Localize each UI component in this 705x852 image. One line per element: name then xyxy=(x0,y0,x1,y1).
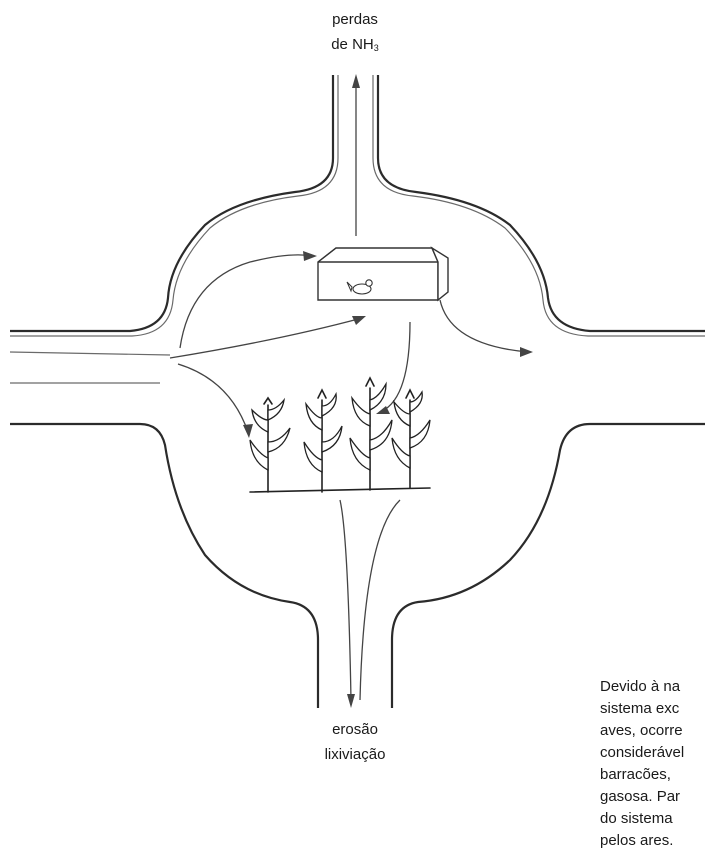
corn-plant-icon xyxy=(350,378,392,490)
ground-line xyxy=(250,488,430,492)
caption-line: considerável xyxy=(600,742,705,764)
erosion-label: erosão xyxy=(300,717,410,742)
flow-crops-to-erosion-left xyxy=(340,500,355,708)
nh3-loss-arrow xyxy=(352,74,360,236)
caption-line: barracões, xyxy=(600,764,705,786)
nh3-loss-label: perdas de NH3 xyxy=(300,7,410,57)
caption-line: pelos ares. xyxy=(600,830,705,852)
erosion-leaching-label: erosão lixiviação xyxy=(300,717,410,767)
flow-crops-to-erosion-right xyxy=(360,500,400,700)
corn-plant-icon xyxy=(392,390,430,488)
caption-line: aves, ocorre xyxy=(600,720,705,742)
corn-plant-icon xyxy=(304,390,342,492)
flow-left-to-hen xyxy=(170,316,366,358)
nh3-loss-label-line1: perdas xyxy=(300,7,410,32)
poultry-barn-icon xyxy=(318,248,448,300)
nh3-loss-label-line2: de NH3 xyxy=(300,32,410,57)
leaching-label: lixiviação xyxy=(300,742,410,767)
left-channel-upper xyxy=(10,352,170,355)
flow-barn-to-right xyxy=(440,300,533,357)
caption-line: gasosa. Par xyxy=(600,786,705,808)
caption-line: sistema exc xyxy=(600,698,705,720)
corn-crops xyxy=(250,378,430,492)
nutrient-flow-diagram xyxy=(0,0,705,772)
boundary-lower-right xyxy=(392,424,705,708)
corn-plant-icon xyxy=(250,398,290,492)
nh3-subscript: 3 xyxy=(374,43,379,53)
caption-line: Devido à na xyxy=(600,676,705,698)
caption-text: Devido à na sistema exc aves, ocorre con… xyxy=(600,676,705,852)
nh3-prefix: de NH xyxy=(331,36,374,53)
caption-line: do sistema xyxy=(600,808,705,830)
flow-left-to-crops xyxy=(178,364,253,438)
boundary-lower-left xyxy=(10,424,318,708)
boundary-upper-left xyxy=(10,75,338,336)
